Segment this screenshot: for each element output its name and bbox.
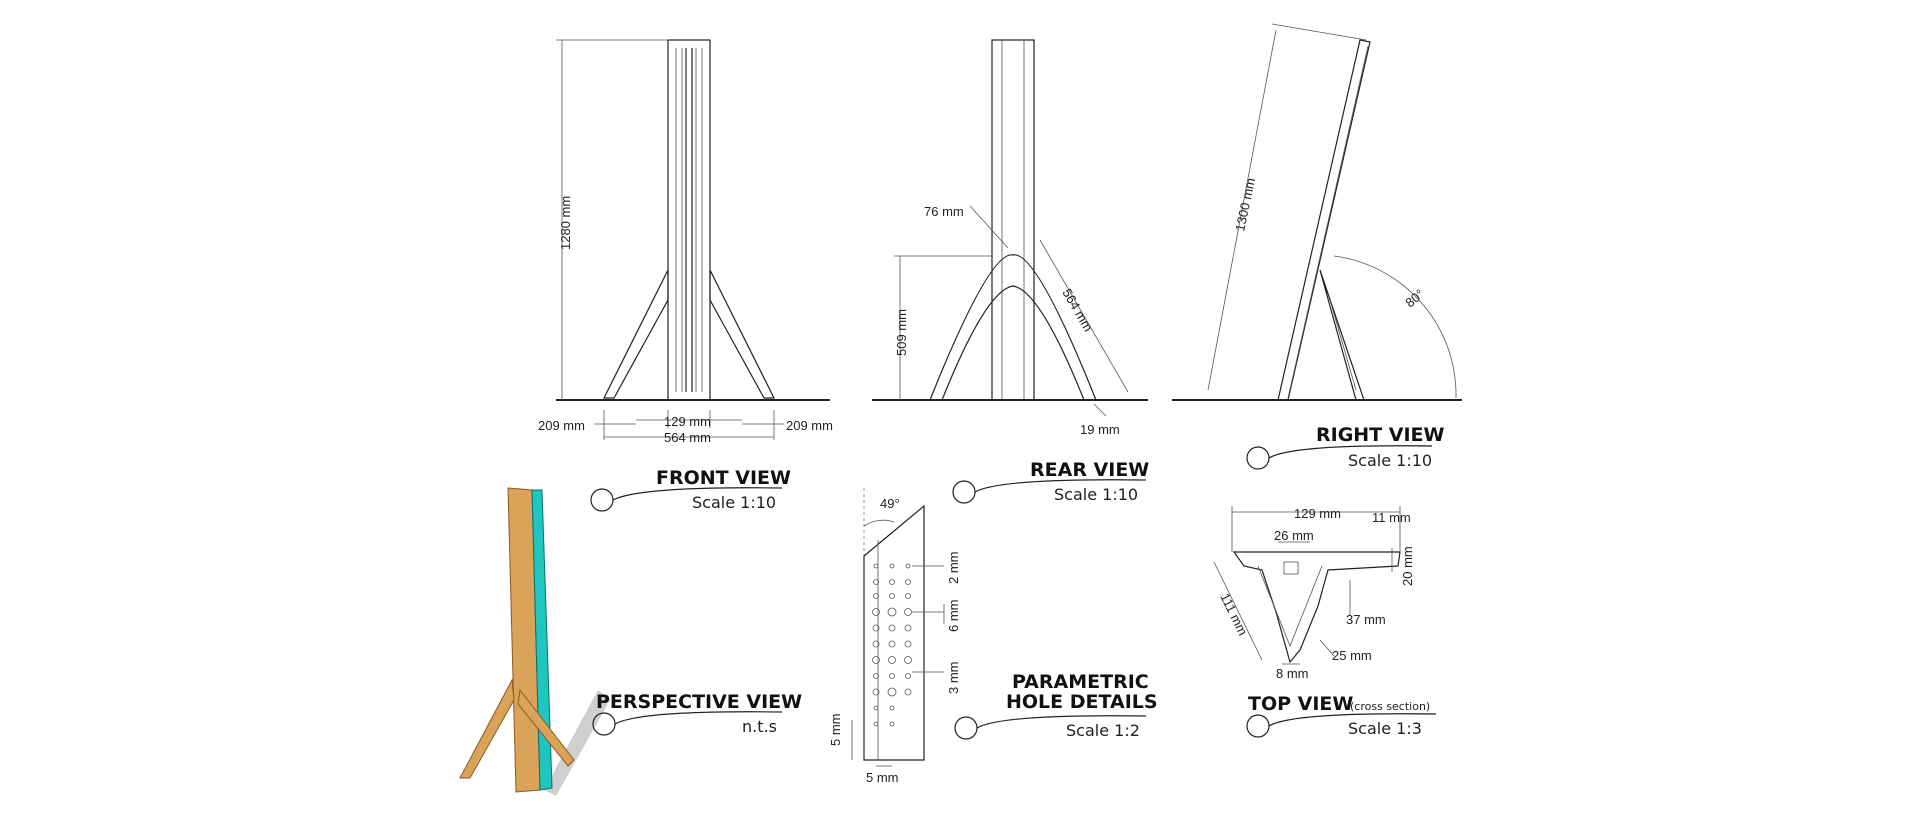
top-width-dim: 129 mm bbox=[1294, 506, 1341, 521]
right-angle-dim: 80° bbox=[1402, 286, 1427, 310]
hole-details-marker bbox=[954, 716, 978, 740]
front-view-title: FRONT VIEW bbox=[656, 467, 791, 489]
hole-grid bbox=[872, 563, 912, 727]
top-view: 129 mm 11 mm 26 mm 20 mm 111 mm 37 mm 25… bbox=[1213, 506, 1437, 738]
top-inner-dim: 26 mm bbox=[1274, 528, 1314, 543]
hole-details-title-1: PARAMETRIC bbox=[1012, 671, 1149, 693]
hole-details: 49° 2 mm 6 mm 3 mm 5 mm 5 mm PARAM bbox=[828, 488, 1158, 785]
rear-top-dim: 76 mm bbox=[924, 204, 964, 219]
right-panel bbox=[1277, 39, 1371, 401]
front-total-dim: 564 mm bbox=[664, 430, 711, 445]
hole-details-scale: Scale 1:2 bbox=[1066, 721, 1140, 740]
rear-view-scale: Scale 1:10 bbox=[1054, 485, 1138, 504]
rear-view: 509 mm 76 mm 564 mm 19 mm REAR VIEW Scal… bbox=[872, 39, 1149, 504]
front-right-leg bbox=[709, 269, 775, 399]
hole-dim-5: 5 mm bbox=[866, 770, 899, 785]
top-view-marker bbox=[1246, 714, 1270, 738]
top-side-dim: 111 mm bbox=[1217, 591, 1250, 638]
rear-height-dim: 509 mm bbox=[894, 309, 909, 356]
perspective-view-scale: n.t.s bbox=[742, 717, 777, 736]
hole-dim-3: 3 mm bbox=[946, 662, 961, 695]
top-depth-dim: 20 mm bbox=[1400, 546, 1415, 586]
top-view-scale: Scale 1:3 bbox=[1348, 719, 1422, 738]
front-view: 1280 mm 209 mm 129 mm 209 mm 564 mm FRON… bbox=[538, 39, 833, 512]
perspective-view-title: PERSPECTIVE VIEW bbox=[596, 691, 802, 713]
front-left-dim: 209 mm bbox=[538, 418, 585, 433]
rear-view-title: REAR VIEW bbox=[1030, 459, 1149, 481]
perspective-view: PERSPECTIVE VIEW n.t.s bbox=[459, 487, 802, 796]
right-support-leg bbox=[1319, 269, 1365, 401]
perspective-left-leg bbox=[459, 678, 515, 779]
top-cross-section bbox=[1232, 551, 1401, 664]
front-right-dim: 209 mm bbox=[786, 418, 833, 433]
hole-dim-1: 2 mm bbox=[946, 552, 961, 585]
hole-details-title-2: HOLE DETAILS bbox=[1006, 691, 1158, 713]
rear-foot-dim: 19 mm bbox=[1080, 422, 1120, 437]
front-column bbox=[667, 39, 711, 401]
front-view-marker bbox=[590, 488, 614, 512]
right-view-marker bbox=[1246, 446, 1270, 470]
front-view-scale: Scale 1:10 bbox=[692, 493, 776, 512]
rear-column bbox=[991, 39, 1035, 401]
top-gap-dim: 25 mm bbox=[1332, 648, 1372, 663]
top-view-subtitle: (cross section) bbox=[1350, 700, 1430, 713]
right-view-scale: Scale 1:10 bbox=[1348, 451, 1432, 470]
top-mid-dim: 37 mm bbox=[1346, 612, 1386, 627]
right-height-dim: 1300 mm bbox=[1232, 176, 1258, 232]
top-edge-dim: 11 mm bbox=[1372, 510, 1411, 525]
top-view-title: TOP VIEW bbox=[1248, 693, 1353, 715]
front-height-label: 1280 mm bbox=[558, 196, 573, 250]
right-angle-arc bbox=[1333, 255, 1457, 399]
perspective-right-leg bbox=[517, 688, 575, 767]
right-view: 1300 mm 80° RIGHT VIEW Scale 1:10 bbox=[1172, 23, 1462, 470]
right-view-title: RIGHT VIEW bbox=[1316, 424, 1445, 446]
hole-dim-2: 6 mm bbox=[946, 600, 961, 633]
perspective-accent-strip bbox=[531, 489, 553, 791]
hole-detail-strip bbox=[863, 504, 925, 761]
rear-arch-legs bbox=[929, 254, 1097, 401]
front-left-leg bbox=[603, 269, 669, 399]
top-bottom-dim: 8 mm bbox=[1276, 666, 1309, 681]
front-center-dim: 129 mm bbox=[664, 414, 711, 429]
hole-angle-dim: 49° bbox=[880, 496, 900, 511]
hole-dim-4: 5 mm bbox=[828, 714, 843, 747]
rear-view-marker bbox=[952, 480, 976, 504]
perspective-shadow bbox=[544, 690, 610, 796]
